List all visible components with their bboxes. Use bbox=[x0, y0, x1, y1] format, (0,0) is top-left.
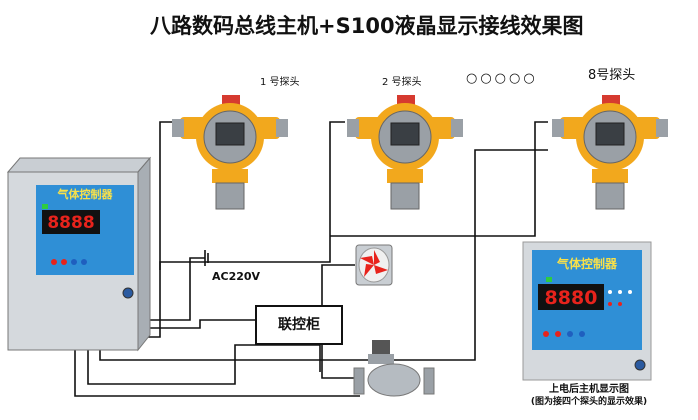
diagram-title: 八路数码总线主机+S100液晶显示接线效果图 bbox=[150, 14, 584, 38]
power-label: AC220V bbox=[212, 270, 261, 283]
controller-display-value: 8888 bbox=[47, 213, 94, 233]
linkage-cabinet-label: 联控柜 bbox=[255, 305, 343, 345]
detector-8 bbox=[552, 95, 668, 210]
detector-ellipsis: ○○○○○ bbox=[466, 71, 538, 86]
inset-display-value: 8880 bbox=[545, 287, 598, 309]
inset-controller-photo bbox=[522, 241, 652, 381]
inset-caption-line2: (图为接四个探头的显示效果) bbox=[530, 397, 648, 407]
solenoid-valve-icon bbox=[353, 340, 435, 397]
exhaust-fan-icon bbox=[355, 244, 393, 286]
detector-2-label: 2 号探头 bbox=[382, 77, 422, 88]
controller-panel-title: 气体控制器 bbox=[57, 187, 114, 201]
main-controller bbox=[6, 156, 152, 352]
detector-1-label: 1 号探头 bbox=[260, 77, 300, 88]
detector-1 bbox=[172, 95, 288, 210]
inset-caption-line1: 上电后主机显示图 bbox=[549, 384, 629, 395]
inset-panel-title: 气体控制器 bbox=[556, 256, 618, 271]
detector-8-label: 8号探头 bbox=[588, 68, 636, 83]
detector-2 bbox=[347, 95, 463, 210]
